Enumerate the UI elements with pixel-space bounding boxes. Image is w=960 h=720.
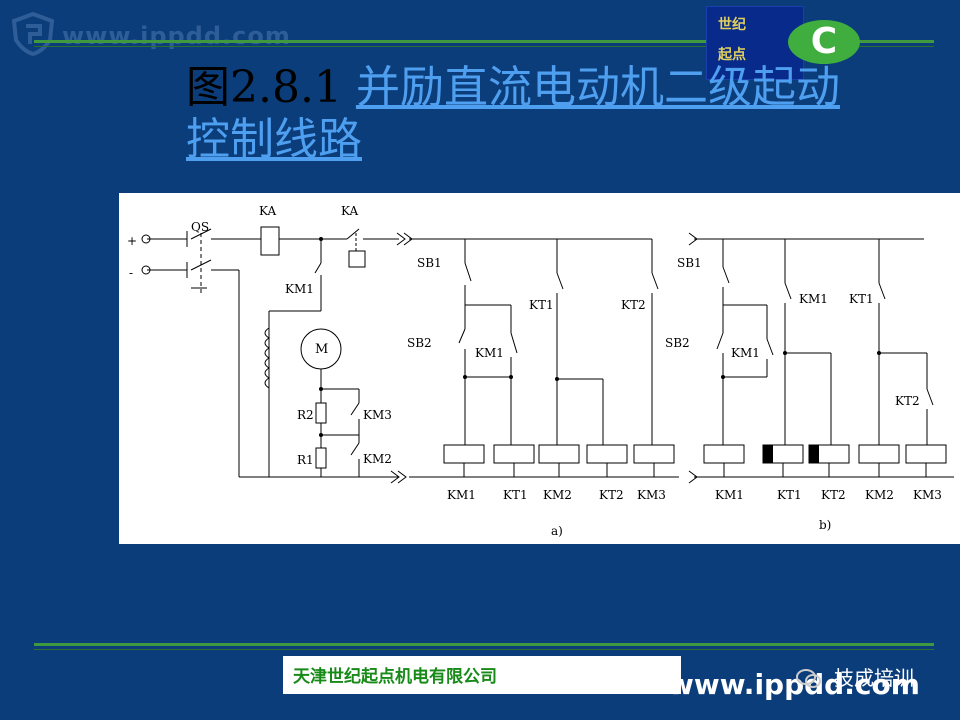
slide-title: 图2.8.1 并励直流电动机二级起动 控制线路 xyxy=(186,62,906,166)
label-minus: - xyxy=(129,266,133,280)
label-kt2-b: KT2 xyxy=(895,394,920,408)
label-km1-contact: KM1 xyxy=(285,282,314,296)
footer-divider-2 xyxy=(34,649,934,650)
logo-line2: 起点 xyxy=(718,47,746,63)
label-ka-contact: KA xyxy=(341,204,358,218)
brand-logo xyxy=(706,6,804,80)
coil-label-kt2-a: KT2 xyxy=(599,488,624,502)
wechat-icon xyxy=(796,669,821,688)
coil-label-km2-a: KM2 xyxy=(543,488,572,502)
coil-label-kt1-a: KT1 xyxy=(503,488,528,502)
coil-label-km2-b: KM2 xyxy=(865,488,894,502)
coil-label-km1-a: KM1 xyxy=(447,488,476,502)
coil-label-km3-a: KM3 xyxy=(637,488,666,502)
label-r1: R1 xyxy=(297,453,314,467)
label-km1-hold-b: KM1 xyxy=(731,346,760,360)
header-divider xyxy=(34,40,934,43)
title-link-1[interactable]: 并励直流电动机二级起动 xyxy=(355,62,840,113)
header-divider-2 xyxy=(34,46,934,47)
label-sb1-b: SB1 xyxy=(677,256,702,270)
label-kt2-a: KT2 xyxy=(621,298,646,312)
label-plus: + xyxy=(127,234,137,248)
label-sb2-a: SB2 xyxy=(407,336,432,350)
coil-label-km3-b: KM3 xyxy=(913,488,942,502)
wechat-account-label: 技成培训 xyxy=(834,666,914,690)
company-banner: 天津世纪起点机电有限公司 xyxy=(283,656,681,694)
shield-logo-icon xyxy=(11,12,55,56)
label-sb1-a: SB1 xyxy=(417,256,442,270)
coil-label-kt2-b: KT2 xyxy=(821,488,846,502)
coil-label-km1-b: KM1 xyxy=(715,488,744,502)
label-r2: R2 xyxy=(297,408,314,422)
label-sb2-b: SB2 xyxy=(665,336,690,350)
header-watermark: www.ippdd.com xyxy=(62,22,291,50)
label-kt1-b: KT1 xyxy=(849,292,874,306)
title-number: 图2.8.1 xyxy=(186,62,356,113)
title-link-2[interactable]: 控制线路 xyxy=(186,114,362,165)
label-km3: KM3 xyxy=(363,408,392,422)
label-km1-b: KM1 xyxy=(799,292,828,306)
circuit-diagram: + - QS KA KA KM1 M R2 R1 KM3 KM2 SB1 SB2… xyxy=(119,193,960,544)
circuit-diagram-svg: + - QS KA KA KM1 M R2 R1 KM3 KM2 SB1 SB2… xyxy=(127,204,954,538)
logo-line1: 世纪 xyxy=(718,17,746,33)
company-name: 天津世纪起点机电有限公司 xyxy=(293,667,497,687)
coil-label-kt1-b: KT1 xyxy=(777,488,802,502)
label-kt1-a: KT1 xyxy=(529,298,554,312)
footer-watermark: www.ippdd.com xyxy=(668,668,920,701)
label-qs: QS xyxy=(191,220,209,234)
caption-a: a) xyxy=(551,524,563,538)
footer-divider xyxy=(34,643,934,646)
logo-letter: C xyxy=(788,20,860,64)
label-ka-coil: KA xyxy=(259,204,276,218)
label-km2: KM2 xyxy=(363,452,392,466)
label-km1-hold-a: KM1 xyxy=(475,346,504,360)
caption-b: b) xyxy=(819,518,831,532)
label-motor: M xyxy=(315,342,328,357)
